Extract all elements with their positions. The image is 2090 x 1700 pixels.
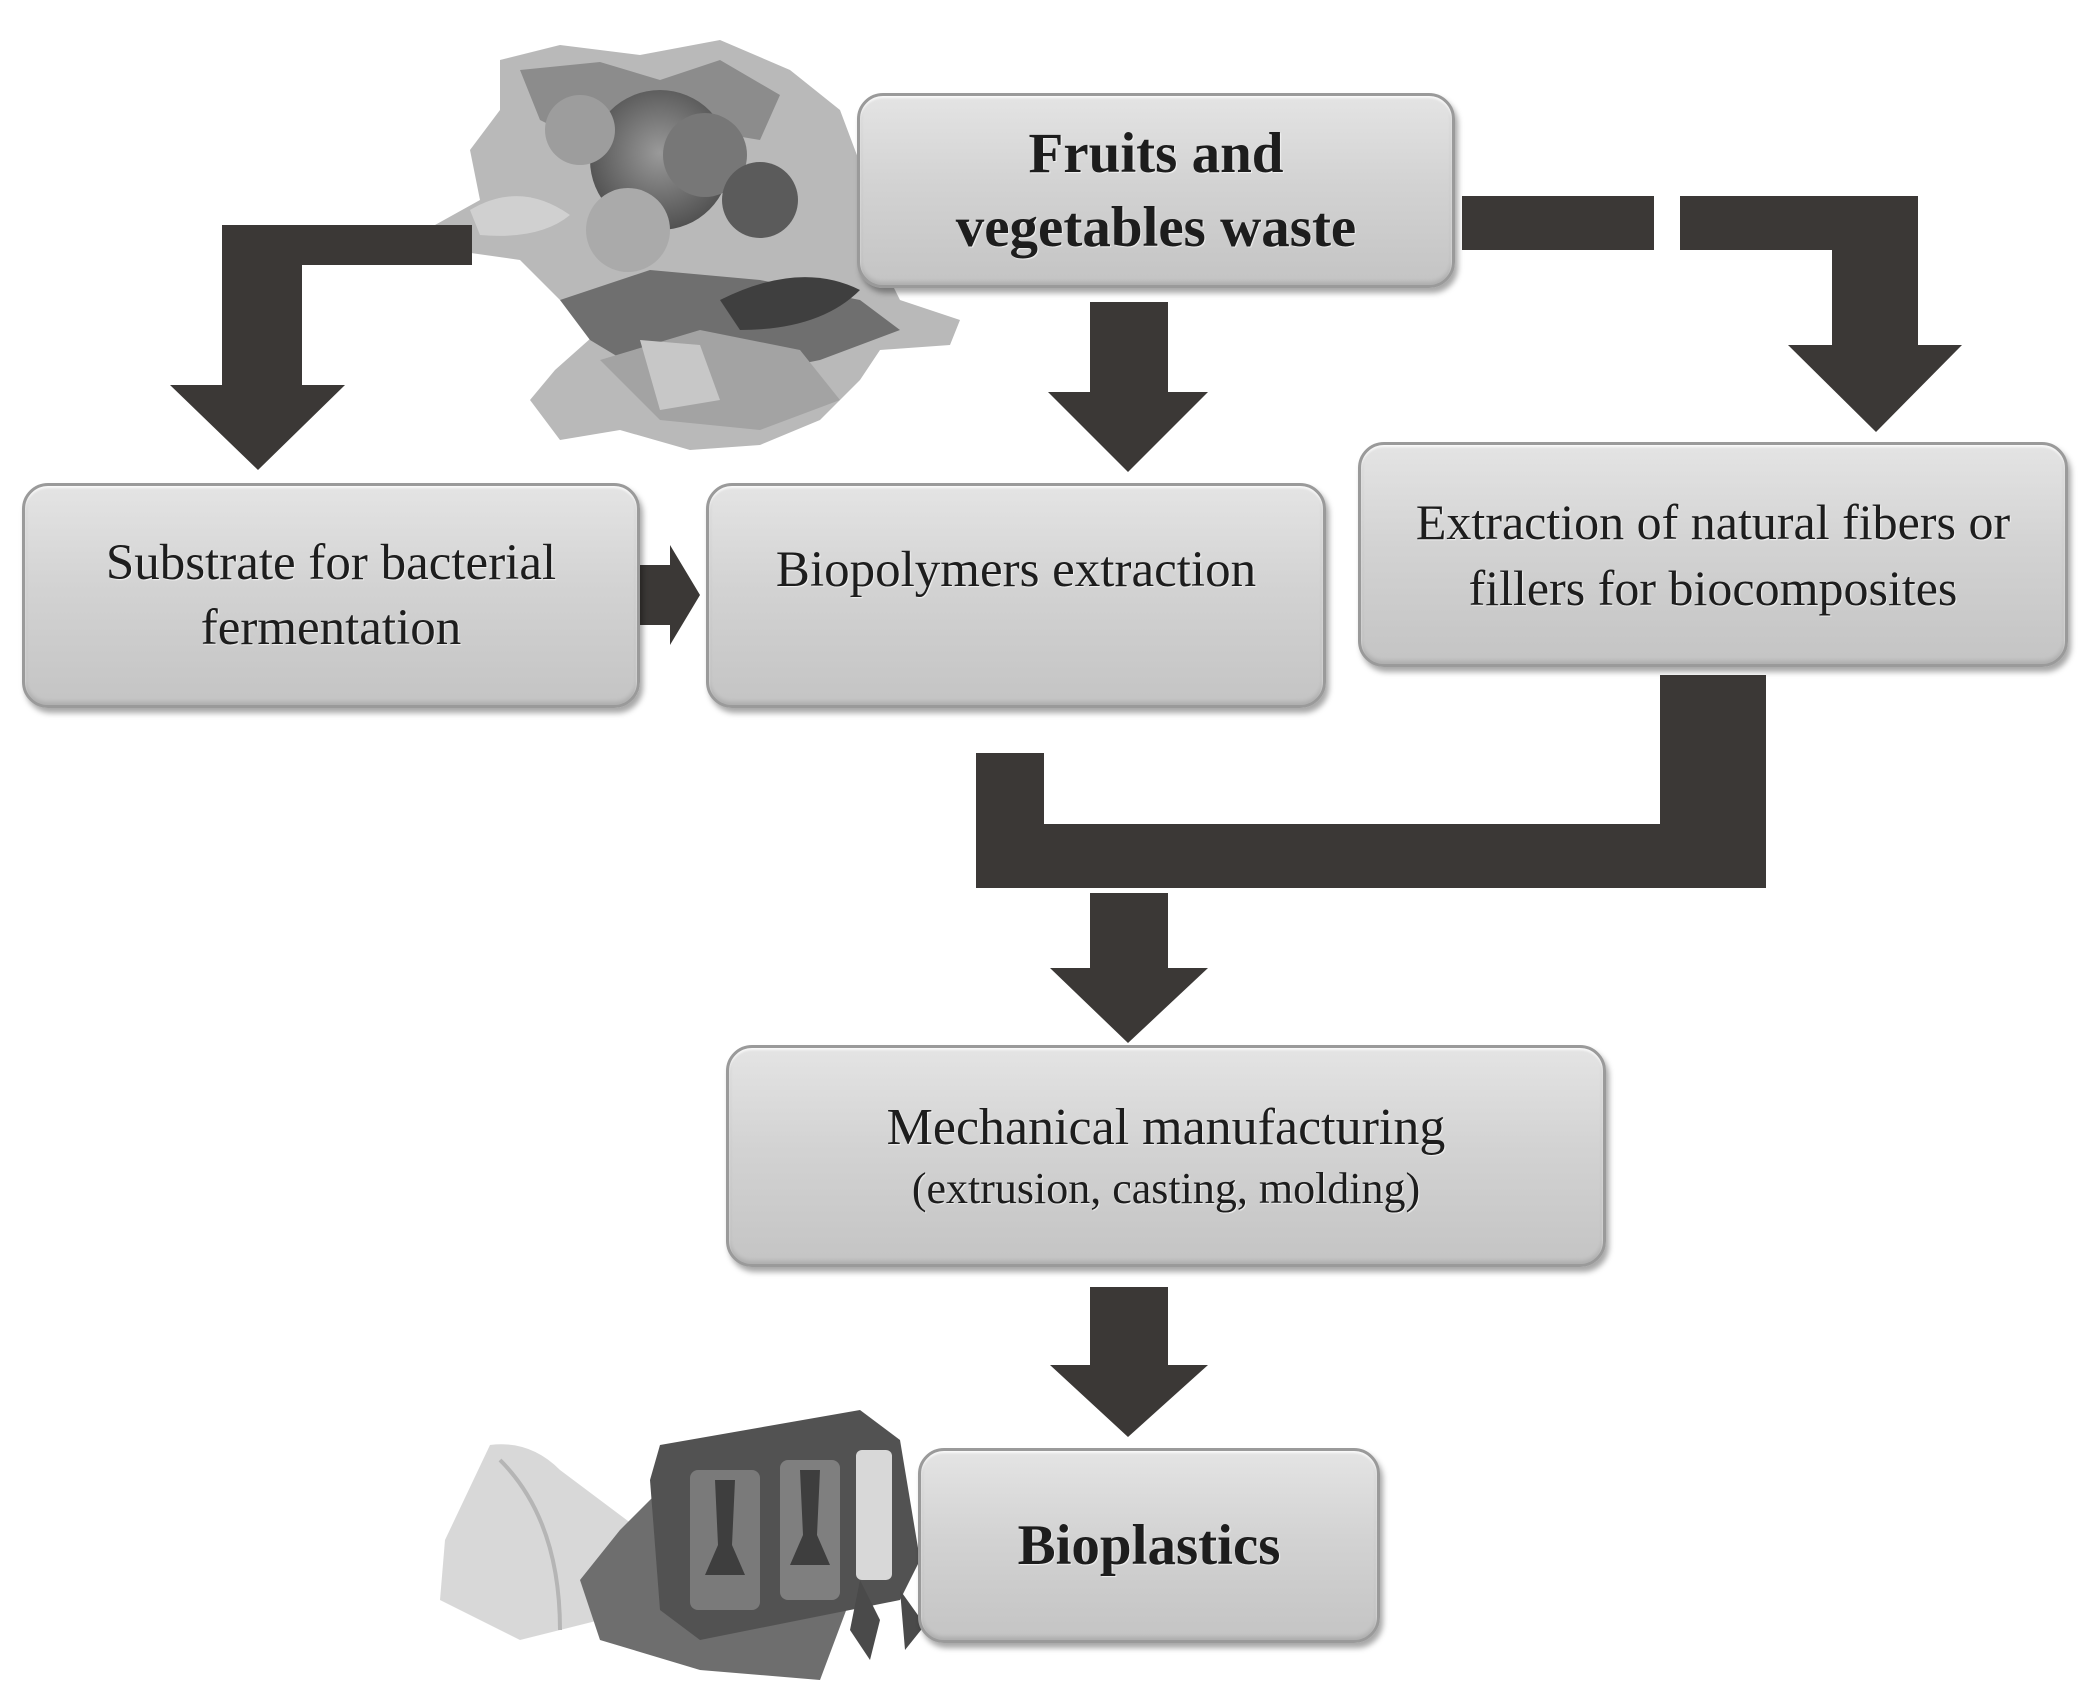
arrow-to-bacterial <box>170 385 345 470</box>
connector-to-fibers <box>1462 196 1962 432</box>
source-box: Fruits and vegetables waste <box>857 93 1455 288</box>
source-line2: vegetables waste <box>955 195 1357 259</box>
manufacturing-line1: Mechanical manufacturing <box>886 1099 1446 1156</box>
biopolymers-line1: Biopolymers extraction <box>775 542 1257 598</box>
connector-to-bacterial <box>170 225 472 470</box>
bacterial-fermentation-box: Substrate for bacterial fermentation <box>22 483 640 708</box>
bioplastic-samples-image <box>440 1410 925 1680</box>
right-bar-segment-1 <box>1462 196 1654 250</box>
manufacturing-arrow-shaft <box>1090 893 1168 969</box>
biopolymers-extraction-box: Biopolymers extraction <box>706 483 1326 708</box>
connector-to-biopolymers <box>1048 302 1208 472</box>
arrow-to-fibers <box>1788 345 1962 432</box>
arrow-to-biopolymers <box>1048 392 1208 472</box>
source-line1: Fruits and <box>1028 121 1284 185</box>
merge-bracket <box>976 675 1766 888</box>
right-vertical-bar <box>1832 196 1918 346</box>
bacterial-line1: Substrate for bacterial <box>105 534 557 591</box>
manufacturing-line2: (extrusion, casting, molding) <box>911 1164 1421 1213</box>
bioplastics-label: Bioplastics <box>1017 1514 1281 1577</box>
bioplastics-arrow-shaft <box>1090 1287 1168 1367</box>
mechanical-manufacturing-box: Mechanical manufacturing (extrusion, cas… <box>726 1045 1606 1267</box>
arrow-to-bioplastics <box>1050 1365 1208 1437</box>
arrow-to-manufacturing <box>1050 968 1208 1043</box>
center-arrow-shaft <box>1090 302 1168 394</box>
fruit-vegetable-waste-image <box>435 40 960 450</box>
natural-fibers-box: Extraction of natural fibers or fillers … <box>1358 442 2068 667</box>
bioplastics-box: Bioplastics <box>918 1448 1380 1643</box>
connector-to-bioplastics <box>1050 1287 1208 1437</box>
fibers-line1: Extraction of natural fibers or <box>1415 493 2011 550</box>
arrow-bacterial-to-biopolymers <box>630 545 700 645</box>
left-vertical-bar <box>222 225 302 387</box>
fibers-line2: fillers for biocomposites <box>1468 559 1958 616</box>
connector-to-manufacturing <box>1050 893 1208 1043</box>
bacterial-line2: fermentation <box>200 599 462 656</box>
merge-horizontal-bar <box>976 824 1766 888</box>
